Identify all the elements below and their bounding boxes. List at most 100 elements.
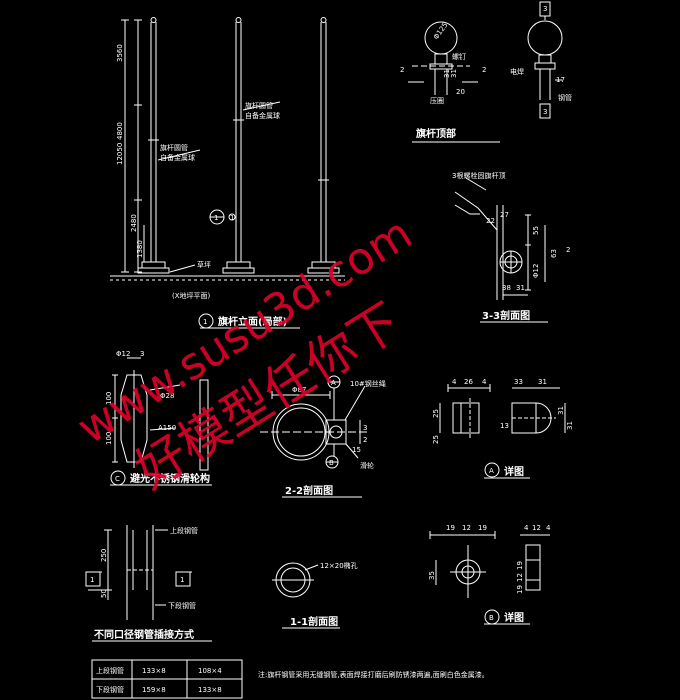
a-dim-33: 33 <box>514 378 523 386</box>
detail-b <box>429 531 550 625</box>
dim-4800: 4800 <box>116 122 124 140</box>
a-dim-31: 31 <box>538 378 547 386</box>
joint-dim-50: 50 <box>100 589 108 598</box>
joint-sec-right: 1 <box>180 576 184 584</box>
c-dim-100a: 100 <box>105 392 113 405</box>
sec33-dim-27: 27 <box>500 211 509 219</box>
c-dim-d12: Φ12 <box>116 350 130 358</box>
a-dim-25b: 25 <box>432 435 440 444</box>
ground-plane-label: (X地坪平面) <box>172 291 211 300</box>
sec22-caption: 2-2剖面图 <box>285 484 333 497</box>
top-caption: 旗杆顶部 <box>416 127 456 140</box>
sec33-dim-63: 63 <box>550 249 558 258</box>
ball-right <box>527 20 563 56</box>
a-dim-25a: 25 <box>432 409 440 418</box>
table-r1-c2: 133×8 <box>198 686 222 694</box>
sec33-dim-38: 38 <box>502 284 511 292</box>
section-1-1 <box>272 562 319 598</box>
b-dim-19c: 19 <box>516 561 524 570</box>
joint-upper-label: 上段钢管 <box>170 526 198 535</box>
top-dim-ball: Φ125 <box>432 21 449 41</box>
joint-sec-left: 1 <box>90 576 94 584</box>
a-dim-26: 26 <box>464 378 473 386</box>
sec22-marker-b: B <box>329 459 334 467</box>
sec22-pulley: 滑轮 <box>360 461 374 470</box>
sec22-dim-3: 3 <box>363 424 367 432</box>
detail-c <box>112 357 209 471</box>
detail-a-num: A <box>489 467 494 475</box>
b-dim-19b: 19 <box>478 524 487 532</box>
pipe-label: 钢管 <box>558 93 572 102</box>
sec-2-right: 2 <box>482 66 486 74</box>
a-dim-31b: 31 <box>557 406 565 415</box>
elevation-caption-num: 1 <box>203 318 207 326</box>
sec22-note: 10#钢丝绳 <box>350 379 386 388</box>
b-dim-12c: 12 <box>516 573 524 582</box>
sec22-dim-15: 15 <box>352 446 361 454</box>
a-dim-4b: 4 <box>482 378 487 386</box>
b-dim-12b: 12 <box>532 524 541 532</box>
sec22-dim-d87: Φ87 <box>292 386 306 394</box>
c-dim-a150: A150 <box>158 424 176 432</box>
detail-c-num: C <box>115 475 120 483</box>
detail-c-caption: 避光不锈钢滑轮构 <box>129 472 210 485</box>
table-r1-c0: 下段钢管 <box>96 685 124 694</box>
table-r0-c1: 133×8 <box>142 667 166 675</box>
sec33-dim-31: 31 <box>516 284 525 292</box>
b-dim-12: 12 <box>462 524 471 532</box>
top-dim-3: 20 <box>456 88 465 96</box>
table-r0-c0: 上段钢管 <box>96 666 124 675</box>
b-dim-4b: 4 <box>546 524 551 532</box>
sec-2-left: 2 <box>400 66 404 74</box>
sec11-caption: 1-1剖面图 <box>290 615 338 628</box>
detail-b-num: B <box>489 614 494 622</box>
sec33-dim-55: 55 <box>532 226 540 235</box>
top-dim-2: 31 <box>450 69 458 78</box>
detail-a-caption: 详图 <box>504 465 524 478</box>
sec33-note: 3根螺栓固旗杆顶 <box>452 171 505 180</box>
section-3-3 <box>454 177 546 300</box>
table-r0-c2: 108×4 <box>198 667 222 675</box>
section-2-2 <box>260 375 370 469</box>
top-dim-17: 17 <box>556 76 565 84</box>
table-r1-c1: 159×8 <box>142 686 166 694</box>
sec-3-top: 3 <box>543 5 547 13</box>
note-mid-2: 自备金属球 <box>245 111 280 120</box>
dim-3560: 3560 <box>116 44 124 62</box>
sec33-dim-d12: Φ12 <box>532 264 540 278</box>
flagpole-elevation <box>110 17 345 281</box>
joint-dim-250: 250 <box>100 549 108 562</box>
a-dim-4a: 4 <box>452 378 457 386</box>
dim-12050: 12050 <box>116 143 124 165</box>
c-dim-d28: Φ28 <box>160 392 174 400</box>
weld-label: 电焊 <box>510 67 524 76</box>
flagpole-top-detail <box>408 1 563 119</box>
b-dim-4a: 4 <box>524 524 529 532</box>
elevation-caption: 旗杆立面(局部) <box>218 315 287 328</box>
marker-ref: 1 <box>230 214 234 222</box>
detail-b-caption: 详图 <box>504 611 524 624</box>
sec22-marker-a: A <box>331 379 336 387</box>
ground-label: 草坪 <box>197 260 211 269</box>
top-dim-1: 31 <box>443 69 451 78</box>
b-dim-35: 35 <box>428 571 436 580</box>
c-dim-3: 3 <box>140 350 144 358</box>
note-left-2: 自备金属球 <box>160 153 195 162</box>
c-dim-100b: 100 <box>105 432 113 445</box>
sec11-note: 12×20椭孔 <box>320 561 358 570</box>
a-dim-13: 13 <box>500 422 509 430</box>
spec-table <box>91 659 243 699</box>
general-note: 注:旗杆钢管采用无缝钢管,表面焊接打磨后刷防锈漆两遍,面刷白色金属漆。 <box>258 670 489 679</box>
sec33-dim-22: 22 <box>486 217 495 225</box>
marker-num: 1 <box>214 214 218 222</box>
dim-1380: 1380 <box>136 240 144 258</box>
joint-caption: 不同口径钢管插接方式 <box>94 628 194 641</box>
note-mid-1: 旗杆圆管 <box>245 101 273 110</box>
b-dim-19a: 19 <box>446 524 455 532</box>
dim-2480: 2480 <box>130 214 138 232</box>
pipe-joint <box>85 525 192 620</box>
sec33-caption: 3-3剖面图 <box>482 309 530 322</box>
top-bolt-label: 螺钉 <box>452 52 466 61</box>
sec22-dim-2: 2 <box>363 436 367 444</box>
